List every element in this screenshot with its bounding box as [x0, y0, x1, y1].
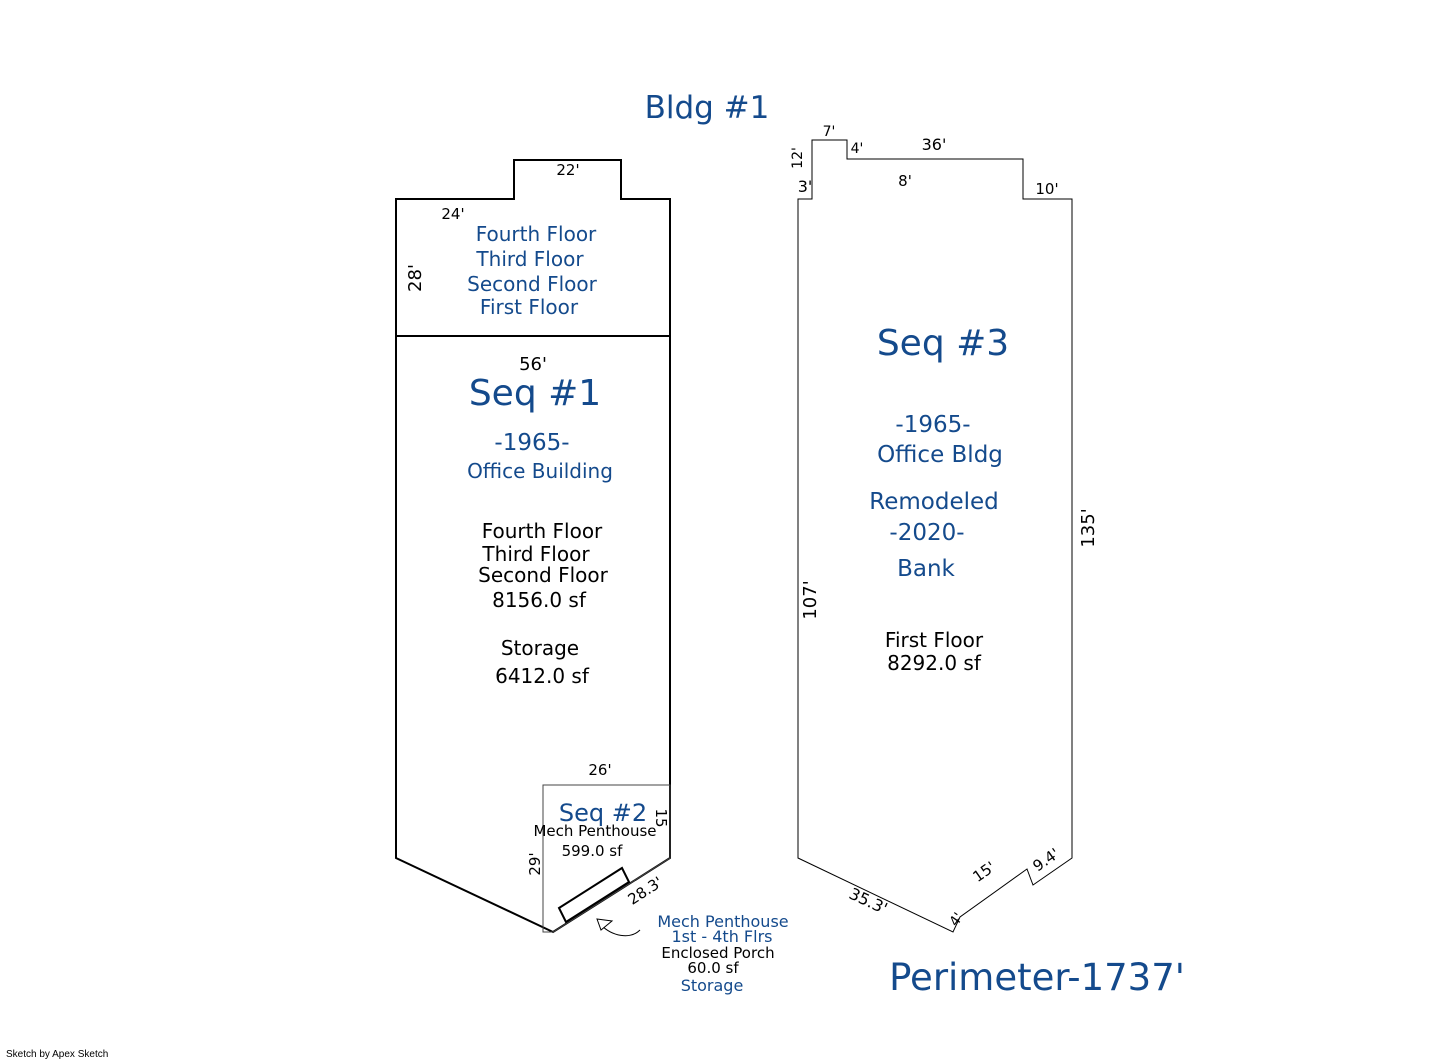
- dim-10: 10': [1035, 180, 1058, 198]
- dim-4-top: 4': [851, 141, 864, 157]
- dim-36: 36': [922, 135, 947, 154]
- sketch-credit: Sketch by Apex Sketch: [6, 1049, 108, 1060]
- porch-pointer-arrow: [600, 924, 641, 937]
- seq1-area-floor-3: Second Floor: [478, 563, 608, 587]
- seq3-year: -1965-: [895, 412, 970, 438]
- dim-seq2-width: 26': [588, 761, 611, 779]
- seq2-label: Seq #2: [559, 799, 647, 827]
- seq3-remodel-year: -2020-: [889, 520, 964, 546]
- seq1-outline: [395, 159, 671, 934]
- seq2-outline: [542, 784, 671, 933]
- dim-9-4: 9.4': [1030, 845, 1063, 876]
- seq1-area-floor-1: Fourth Floor: [482, 519, 603, 543]
- dim-35-3: 35.3': [846, 884, 890, 918]
- dim-seq2-left: 29': [526, 852, 544, 875]
- perimeter-label: Perimeter-1737': [889, 956, 1185, 999]
- storage-label: Storage: [501, 636, 579, 660]
- seq3-use: Office Bldg: [877, 442, 1003, 468]
- dim-mid-width: 56': [519, 354, 547, 375]
- upper-floor-3: Second Floor: [467, 272, 597, 296]
- dim-8: 8': [898, 172, 912, 190]
- dim-top: 22': [556, 161, 579, 179]
- dim-3: 3': [798, 177, 813, 196]
- dim-4-bottom: 4': [947, 910, 967, 930]
- enclosed-porch-outline: [557, 866, 631, 924]
- dim-135: 135': [1078, 508, 1099, 547]
- porch-line-3: Enclosed Porch: [661, 944, 774, 962]
- seq2-use: Mech Penthouse: [533, 822, 656, 840]
- seq1-use: Office Building: [467, 459, 613, 483]
- seq2-sf: 599.0 sf: [562, 842, 624, 860]
- dim-upper-width: 24': [441, 205, 464, 223]
- porch-line-2: 1st - 4th Flrs: [672, 927, 773, 946]
- seq1-label: Seq #1: [469, 373, 601, 414]
- dim-seq2-side: 15: [652, 808, 670, 827]
- storage-sf: 6412.0 sf: [495, 664, 590, 688]
- porch-line-5: Storage: [681, 976, 744, 995]
- seq3-label: Seq #3: [877, 323, 1009, 364]
- building-title: Bldg #1: [645, 90, 770, 126]
- dim-7: 7': [823, 124, 836, 140]
- dim-15: 15': [969, 858, 998, 886]
- seq3-new-use: Bank: [897, 556, 955, 582]
- upper-floor-4: First Floor: [480, 295, 579, 319]
- seq3-outline: [797, 139, 1073, 933]
- dim-12: 12': [790, 147, 806, 169]
- dim-seq2-diag: 28.3': [625, 873, 666, 909]
- upper-floor-1: Fourth Floor: [476, 222, 597, 246]
- seq3-sf: 8292.0 sf: [887, 651, 982, 675]
- seq1-area-floor-2: Third Floor: [481, 542, 590, 566]
- porch-line-1: Mech Penthouse: [657, 912, 788, 931]
- upper-floor-2: Third Floor: [475, 247, 584, 271]
- seq1-year: -1965-: [494, 430, 569, 456]
- seq1-area-sf: 8156.0 sf: [492, 588, 587, 612]
- dim-upper-height: 28': [405, 264, 426, 292]
- dim-107: 107': [800, 580, 821, 619]
- seq3-remodeled: Remodeled: [869, 489, 998, 515]
- seq3-floor: First Floor: [885, 628, 984, 652]
- porch-pointer-arrowhead: [596, 918, 614, 931]
- porch-line-4: 60.0 sf: [687, 959, 739, 977]
